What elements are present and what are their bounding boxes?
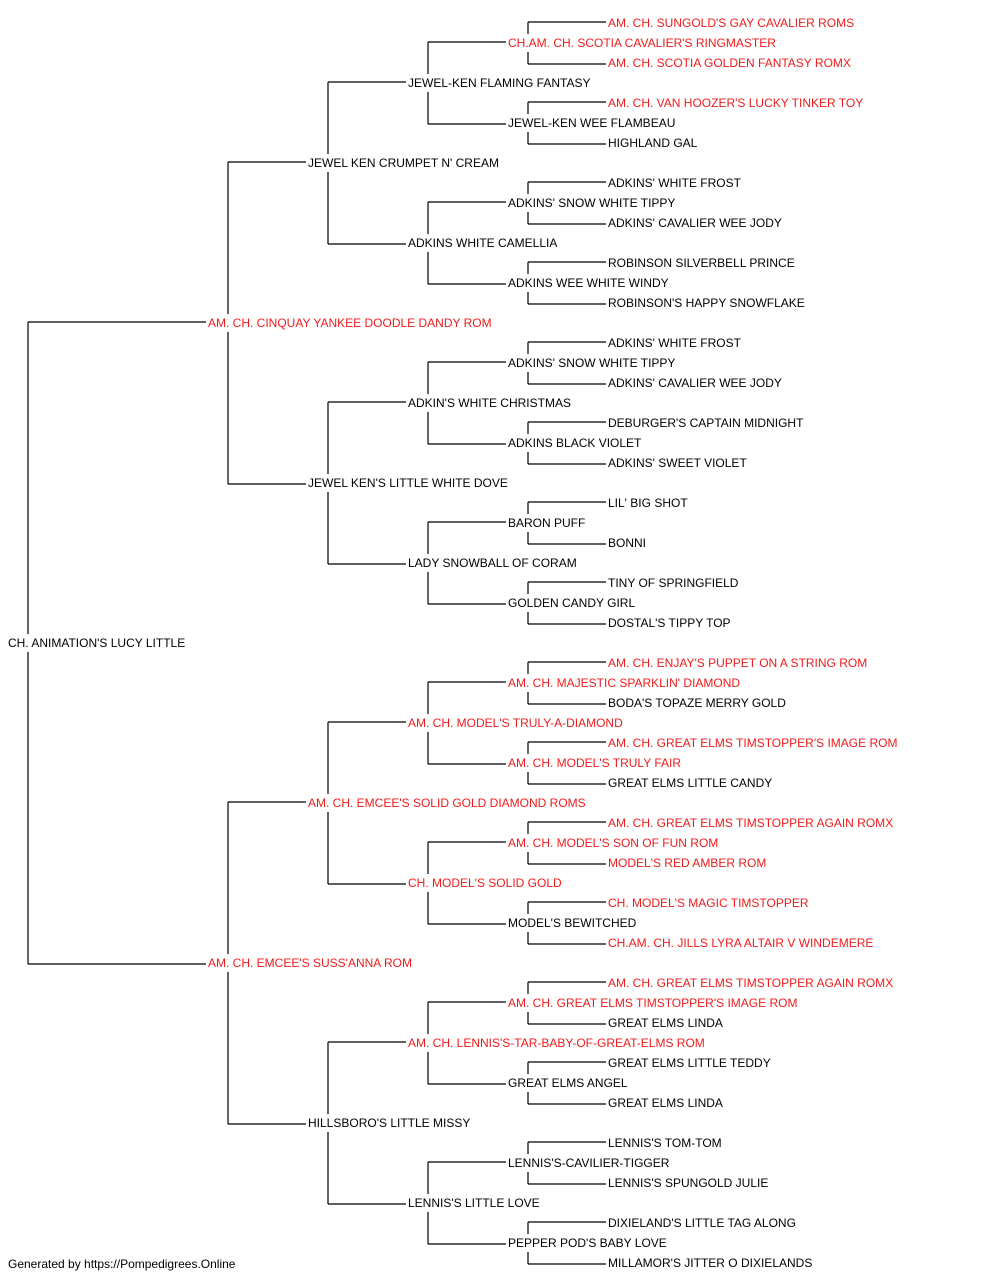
dog-name-adkins-snow-white-tippy: ADKINS' SNOW WHITE TIPPY xyxy=(508,196,675,210)
dog-name-adkins-white-frost: ADKINS' WHITE FROST xyxy=(608,176,742,190)
dog-name-great-elms-angel: GREAT ELMS ANGEL xyxy=(508,1076,628,1090)
dog-name-am-ch-enjay-s-puppet-on-a-string-rom: AM. CH. ENJAY'S PUPPET ON A STRING ROM xyxy=(608,656,867,670)
dog-name-lennis-s-cavilier-tigger: LENNIS'S-CAVILIER-TIGGER xyxy=(508,1156,670,1170)
dog-name-dostal-s-tippy-top: DOSTAL'S TIPPY TOP xyxy=(608,616,731,630)
dog-name-am-ch-emcee-s-solid-gold-diamond-roms: AM. CH. EMCEE'S SOLID GOLD DIAMOND ROMS xyxy=(308,796,586,810)
dog-name-am-ch-cinquay-yankee-doodle-dandy-rom: AM. CH. CINQUAY YANKEE DOODLE DANDY ROM xyxy=(208,316,492,330)
dog-name-adkins-black-violet: ADKINS BLACK VIOLET xyxy=(508,436,642,450)
dog-name-am-ch-majestic-sparklin-diamond: AM. CH. MAJESTIC SPARKLIN' DIAMOND xyxy=(508,676,740,690)
dog-name-baron-puff: BARON PUFF xyxy=(508,516,585,530)
dog-name-am-ch-model-s-truly-fair: AM. CH. MODEL'S TRULY FAIR xyxy=(508,756,681,770)
dog-name-lady-snowball-of-coram: LADY SNOWBALL OF CORAM xyxy=(408,556,577,570)
dog-name-am-ch-great-elms-timstopper-s-image-rom: AM. CH. GREAT ELMS TIMSTOPPER'S IMAGE RO… xyxy=(608,736,897,750)
dog-name-dixieland-s-little-tag-along: DIXIELAND'S LITTLE TAG ALONG xyxy=(608,1216,796,1230)
dog-name-jewel-ken-wee-flambeau: JEWEL-KEN WEE FLAMBEAU xyxy=(508,116,675,130)
dog-name-adkins-wee-white-windy: ADKINS WEE WHITE WINDY xyxy=(508,276,669,290)
dog-name-great-elms-linda: GREAT ELMS LINDA xyxy=(608,1096,723,1110)
dog-name-robinson-s-happy-snowflake: ROBINSON'S HAPPY SNOWFLAKE xyxy=(608,296,805,310)
dog-name-am-ch-model-s-truly-a-diamond: AM. CH. MODEL'S TRULY-A-DIAMOND xyxy=(408,716,623,730)
dog-name-jewel-ken-flaming-fantasy: JEWEL-KEN FLAMING FANTASY xyxy=(408,76,590,90)
dog-name-model-s-bewitched: MODEL'S BEWITCHED xyxy=(508,916,637,930)
dog-name-deburger-s-captain-midnight: DEBURGER'S CAPTAIN MIDNIGHT xyxy=(608,416,804,430)
dog-name-am-ch-model-s-son-of-fun-rom: AM. CH. MODEL'S SON OF FUN ROM xyxy=(508,836,718,850)
dog-name-adkins-cavalier-wee-jody: ADKINS' CAVALIER WEE JODY xyxy=(608,376,782,390)
dog-name-lennis-s-spungold-julie: LENNIS'S SPUNGOLD JULIE xyxy=(608,1176,768,1190)
dog-name-adkins-white-camellia: ADKINS WHITE CAMELLIA xyxy=(408,236,557,250)
dog-name-adkin-s-white-christmas: ADKIN'S WHITE CHRISTMAS xyxy=(408,396,571,410)
footer-credit: Generated by https://Pompedigrees.Online xyxy=(8,1257,236,1271)
dog-name-lennis-s-tom-tom: LENNIS'S TOM-TOM xyxy=(608,1136,722,1150)
dog-name-ch-am-ch-jills-lyra-altair-v-windemere: CH.AM. CH. JILLS LYRA ALTAIR V WINDEMERE xyxy=(608,936,873,950)
dog-name-adkins-snow-white-tippy: ADKINS' SNOW WHITE TIPPY xyxy=(508,356,675,370)
dog-name-tiny-of-springfield: TINY OF SPRINGFIELD xyxy=(608,576,739,590)
dog-name-am-ch-great-elms-timstopper-again-romx: AM. CH. GREAT ELMS TIMSTOPPER AGAIN ROMX xyxy=(608,976,893,990)
dog-name-golden-candy-girl: GOLDEN CANDY GIRL xyxy=(508,596,635,610)
dog-name-adkins-white-frost: ADKINS' WHITE FROST xyxy=(608,336,742,350)
dog-name-am-ch-scotia-golden-fantasy-romx: AM. CH. SCOTIA GOLDEN FANTASY ROMX xyxy=(608,56,851,70)
dog-name-lil-big-shot: LIL' BIG SHOT xyxy=(608,496,688,510)
dog-name-great-elms-little-teddy: GREAT ELMS LITTLE TEDDY xyxy=(608,1056,771,1070)
dog-name-pepper-pod-s-baby-love: PEPPER POD'S BABY LOVE xyxy=(508,1236,667,1250)
dog-name-hillsboro-s-little-missy: HILLSBORO'S LITTLE MISSY xyxy=(308,1116,470,1130)
dog-name-jewel-ken-s-little-white-dove: JEWEL KEN'S LITTLE WHITE DOVE xyxy=(308,476,508,490)
dog-name-boda-s-topaze-merry-gold: BODA'S TOPAZE MERRY GOLD xyxy=(608,696,786,710)
dog-name-ch-animation-s-lucy-little: CH. ANIMATION'S LUCY LITTLE xyxy=(8,636,185,650)
dog-name-jewel-ken-crumpet-n-cream: JEWEL KEN CRUMPET N' CREAM xyxy=(308,156,499,170)
dog-name-am-ch-emcee-s-suss-anna-rom: AM. CH. EMCEE'S SUSS'ANNA ROM xyxy=(208,956,412,970)
dog-name-bonni: BONNI xyxy=(608,536,646,550)
dog-name-ch-model-s-magic-timstopper: CH. MODEL'S MAGIC TIMSTOPPER xyxy=(608,896,809,910)
dog-name-am-ch-van-hoozer-s-lucky-tinker-toy: AM. CH. VAN HOOZER'S LUCKY TINKER TOY xyxy=(608,96,863,110)
dog-name-am-ch-sungold-s-gay-cavalier-roms: AM. CH. SUNGOLD'S GAY CAVALIER ROMS xyxy=(608,16,854,30)
dog-name-robinson-silverbell-prince: ROBINSON SILVERBELL PRINCE xyxy=(608,256,795,270)
dog-name-am-ch-great-elms-timstopper-s-image-rom: AM. CH. GREAT ELMS TIMSTOPPER'S IMAGE RO… xyxy=(508,996,797,1010)
dog-name-millamor-s-jitter-o-dixielands: MILLAMOR'S JITTER O DIXIELANDS xyxy=(608,1256,812,1270)
dog-name-great-elms-little-candy: GREAT ELMS LITTLE CANDY xyxy=(608,776,772,790)
dog-name-ch-am-ch-scotia-cavalier-s-ringmaster: CH.AM. CH. SCOTIA CAVALIER'S RINGMASTER xyxy=(508,36,776,50)
dog-name-ch-model-s-solid-gold: CH. MODEL'S SOLID GOLD xyxy=(408,876,562,890)
dog-name-am-ch-great-elms-timstopper-again-romx: AM. CH. GREAT ELMS TIMSTOPPER AGAIN ROMX xyxy=(608,816,893,830)
dog-name-am-ch-lennis-s-tar-baby-of-great-elms-rom: AM. CH. LENNIS'S-TAR-BABY-OF-GREAT-ELMS … xyxy=(408,1036,705,1050)
dog-name-lennis-s-little-love: LENNIS'S LITTLE LOVE xyxy=(408,1196,540,1210)
dog-name-highland-gal: HIGHLAND GAL xyxy=(608,136,698,150)
dog-name-great-elms-linda: GREAT ELMS LINDA xyxy=(608,1016,723,1030)
dog-name-adkins-sweet-violet: ADKINS' SWEET VIOLET xyxy=(608,456,747,470)
dog-name-model-s-red-amber-rom: MODEL'S RED AMBER ROM xyxy=(608,856,766,870)
dog-name-adkins-cavalier-wee-jody: ADKINS' CAVALIER WEE JODY xyxy=(608,216,782,230)
